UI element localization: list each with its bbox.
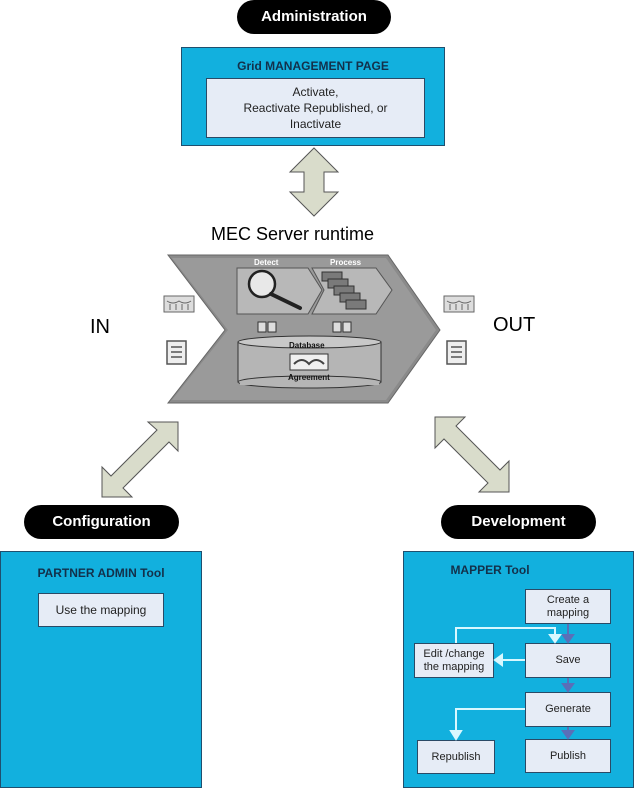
flow-edit-to-save xyxy=(455,627,556,643)
partner-admin-title: PARTNER ADMIN Tool xyxy=(37,566,165,580)
agreement-label: Agreement xyxy=(288,373,330,382)
edit-mapping-step: Edit /change the mapping xyxy=(414,643,494,678)
activation-line-3: Inactivate xyxy=(289,117,342,131)
in-label: IN xyxy=(90,316,110,338)
partner-admin-panel: PARTNER ADMIN Tool Use the mapping xyxy=(0,551,202,788)
republish-step: Republish xyxy=(417,740,495,774)
process-stack-icon xyxy=(321,271,367,310)
runtime-title: MEC Server runtime xyxy=(211,224,375,244)
out-document-icon xyxy=(446,340,467,365)
detect-label: Detect xyxy=(254,258,279,267)
double-arrow-vertical-icon xyxy=(288,147,340,217)
grid-management-panel: Grid MANAGEMENT PAGE Activate, Reactivat… xyxy=(181,47,445,146)
create-mapping-step: Create a mapping xyxy=(525,589,611,624)
database-label: Database xyxy=(289,341,325,350)
process-label: Process xyxy=(330,258,362,267)
mapper-tool-title: MAPPER Tool xyxy=(450,563,530,577)
activation-options-box: Activate, Reactivate Republished, or Ina… xyxy=(206,78,425,138)
magnifier-icon xyxy=(247,269,302,310)
activation-line-1: Activate, xyxy=(292,85,339,99)
double-arrow-diagonal-left-icon xyxy=(101,421,179,498)
out-label: OUT xyxy=(493,314,536,336)
double-arrow-diagonal-right-icon xyxy=(434,416,510,493)
mapper-flow-arrows xyxy=(449,624,575,741)
publish-step: Publish xyxy=(525,739,611,773)
connector-icon xyxy=(257,321,352,333)
development-pill: Development xyxy=(441,505,596,539)
mapper-tool-panel: MAPPER Tool Create a mapping Save Edit /… xyxy=(403,551,634,788)
generate-step: Generate xyxy=(525,692,611,727)
handshake-icon xyxy=(289,353,329,371)
in-document-icon xyxy=(166,340,187,365)
out-message-icon xyxy=(443,295,475,313)
activation-line-2: Reactivate Republished, or xyxy=(243,101,388,115)
flow-generate-to-republish xyxy=(455,708,525,732)
administration-pill: Administration xyxy=(237,0,391,34)
configuration-pill: Configuration xyxy=(24,505,179,539)
in-message-icon xyxy=(163,295,195,313)
use-mapping-box: Use the mapping xyxy=(38,593,164,627)
grid-management-title: Grid MANAGEMENT PAGE xyxy=(237,59,389,73)
